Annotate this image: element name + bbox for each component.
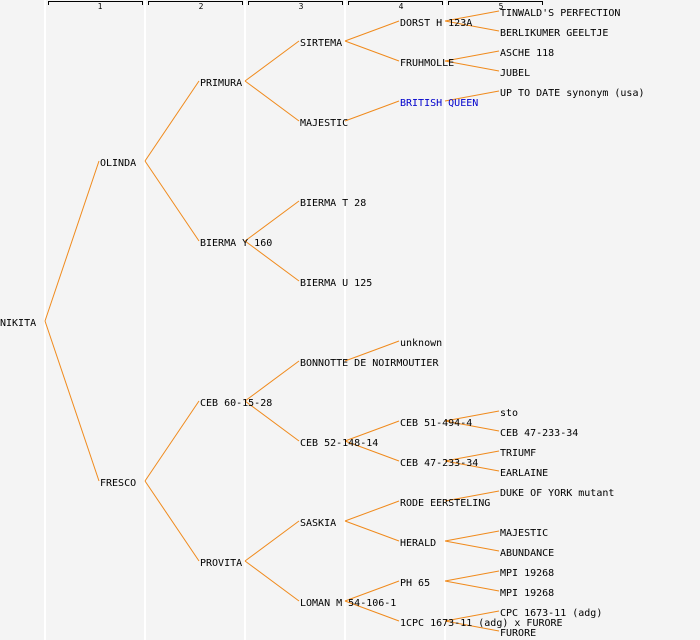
pedigree-node-gen5[interactable]: FURORE bbox=[500, 628, 536, 639]
pedigree-node-gen5[interactable]: ASCHE 118 bbox=[500, 48, 554, 59]
pedigree-node-gen3[interactable]: BIERMA T 28 bbox=[300, 198, 366, 209]
pedigree-node-gen0[interactable]: NIKITA bbox=[0, 318, 36, 329]
pedigree-node-gen5[interactable]: EARLAINE bbox=[500, 468, 548, 479]
pedigree-edge bbox=[444, 410, 500, 422]
pedigree-edge bbox=[344, 100, 400, 122]
pedigree-node-gen5[interactable]: DUKE OF YORK mutant bbox=[500, 488, 614, 499]
pedigree-node-gen4[interactable]: 1CPC 1673-11 (adg) x FURORE bbox=[400, 618, 563, 629]
pedigree-edge bbox=[344, 440, 400, 462]
pedigree-edge bbox=[444, 490, 500, 502]
generation-bracket-2 bbox=[148, 1, 243, 5]
pedigree-edge bbox=[444, 10, 500, 22]
pedigree-node-gen3[interactable]: BONNOTTE DE NOIRMOUTIER bbox=[300, 358, 439, 369]
pedigree-edge bbox=[344, 500, 400, 522]
pedigree-edge bbox=[344, 20, 400, 42]
pedigree-node-gen3[interactable]: MAJESTIC bbox=[300, 118, 348, 129]
pedigree-edge bbox=[444, 460, 500, 472]
generation-number-2: 2 bbox=[199, 2, 204, 11]
pedigree-edge bbox=[344, 580, 400, 602]
pedigree-node-gen2[interactable]: PRIMURA bbox=[200, 78, 242, 89]
pedigree-edge bbox=[444, 50, 500, 62]
pedigree-node-gen3[interactable]: CEB 52-148-14 bbox=[300, 438, 378, 449]
pedigree-node-gen5[interactable]: sto bbox=[500, 408, 518, 419]
pedigree-edge bbox=[444, 540, 500, 552]
pedigree-edge bbox=[244, 520, 300, 562]
pedigree-node-gen5[interactable]: BERLIKUMER GEELTJE bbox=[500, 28, 608, 39]
pedigree-edge bbox=[244, 240, 300, 282]
generation-dividers bbox=[44, 0, 446, 640]
pedigree-edge bbox=[144, 160, 200, 242]
pedigree-edge bbox=[244, 80, 300, 122]
generation-bracket-4 bbox=[348, 1, 443, 5]
pedigree-edge bbox=[244, 40, 300, 82]
pedigree-edge bbox=[44, 160, 100, 322]
generation-number-1: 1 bbox=[98, 2, 103, 11]
pedigree-edge bbox=[444, 620, 500, 632]
pedigree-edge bbox=[244, 360, 300, 402]
pedigree-node-gen2[interactable]: CEB 60-15-28 bbox=[200, 398, 272, 409]
pedigree-node-gen4[interactable]: FRUHMOLLE bbox=[400, 58, 454, 69]
pedigree-node-gen3[interactable]: SASKIA bbox=[300, 518, 336, 529]
pedigree-edge bbox=[244, 560, 300, 602]
pedigree-edge bbox=[444, 90, 500, 102]
pedigree-edge bbox=[144, 80, 200, 162]
pedigree-edge bbox=[44, 320, 100, 482]
pedigree-edge bbox=[344, 600, 400, 622]
pedigree-node-gen2[interactable]: BIERMA Y 160 bbox=[200, 238, 272, 249]
pedigree-node-gen3[interactable]: LOMAN M 54-106-1 bbox=[300, 598, 396, 609]
pedigree-node-gen4[interactable]: unknown bbox=[400, 338, 442, 349]
pedigree-node-gen3[interactable]: SIRTEMA bbox=[300, 38, 342, 49]
pedigree-edge bbox=[344, 40, 400, 62]
pedigree-edge bbox=[144, 400, 200, 482]
pedigree-node-gen1[interactable]: OLINDA bbox=[100, 158, 136, 169]
pedigree-node-gen4[interactable]: CEB 51-494-4 bbox=[400, 418, 472, 429]
pedigree-node-gen5[interactable]: TRIUMF bbox=[500, 448, 536, 459]
pedigree-node-gen5[interactable]: MAJESTIC bbox=[500, 528, 548, 539]
pedigree-edge bbox=[344, 520, 400, 542]
generation-bracket-1 bbox=[48, 1, 143, 5]
pedigree-edge bbox=[444, 20, 500, 32]
pedigree-edge bbox=[344, 340, 400, 362]
pedigree-node-gen2[interactable]: PROVITA bbox=[200, 558, 242, 569]
pedigree-node-gen4[interactable]: BRITISH QUEEN bbox=[400, 98, 478, 109]
generation-number-3: 3 bbox=[299, 2, 304, 11]
pedigree-node-gen5[interactable]: MPI 19268 bbox=[500, 568, 554, 579]
pedigree-edge bbox=[444, 610, 500, 622]
pedigree-node-gen3[interactable]: BIERMA U 125 bbox=[300, 278, 372, 289]
pedigree-node-gen4[interactable]: HERALD bbox=[400, 538, 436, 549]
pedigree-node-gen5[interactable]: ABUNDANCE bbox=[500, 548, 554, 559]
generation-header: 1 2 3 4 5 bbox=[48, 1, 543, 11]
pedigree-node-gen4[interactable]: PH 65 bbox=[400, 578, 430, 589]
pedigree-node-gen5[interactable]: CPC 1673-11 (adg) bbox=[500, 608, 602, 619]
pedigree-node-gen4[interactable]: DORST H 123A bbox=[400, 18, 472, 29]
pedigree-edge bbox=[444, 450, 500, 462]
pedigree-edge bbox=[444, 530, 500, 542]
generation-number-5: 5 bbox=[499, 2, 504, 11]
pedigree-edge bbox=[444, 580, 500, 592]
pedigree-edge bbox=[344, 420, 400, 442]
generation-bracket-3 bbox=[248, 1, 343, 5]
pedigree-node-gen5[interactable]: TINWALD'S PERFECTION bbox=[500, 8, 620, 19]
generation-number-4: 4 bbox=[399, 2, 404, 11]
pedigree-edge bbox=[444, 420, 500, 432]
pedigree-node-gen5[interactable]: MPI 19268 bbox=[500, 588, 554, 599]
pedigree-edge bbox=[244, 400, 300, 442]
pedigree-node-gen4[interactable]: CEB 47-233-34 bbox=[400, 458, 478, 469]
generation-bracket-5 bbox=[448, 1, 543, 5]
pedigree-node-gen1[interactable]: FRESCO bbox=[100, 478, 136, 489]
pedigree-node-gen5[interactable]: UP TO DATE synonym (usa) bbox=[500, 88, 645, 99]
pedigree-edges bbox=[44, 10, 500, 632]
pedigree-node-gen5[interactable]: CEB 47-233-34 bbox=[500, 428, 578, 439]
pedigree-node-gen5[interactable]: JUBEL bbox=[500, 68, 530, 79]
pedigree-node-gen4[interactable]: RODE EERSTELING bbox=[400, 498, 490, 509]
pedigree-edge bbox=[244, 200, 300, 242]
pedigree-labels: NIKITA OLINDA PRIMURA SIRTEMA DORST H 123A TI… bbox=[0, 8, 645, 639]
pedigree-edge bbox=[444, 60, 500, 72]
pedigree-edge bbox=[144, 480, 200, 562]
pedigree-edge bbox=[444, 570, 500, 582]
